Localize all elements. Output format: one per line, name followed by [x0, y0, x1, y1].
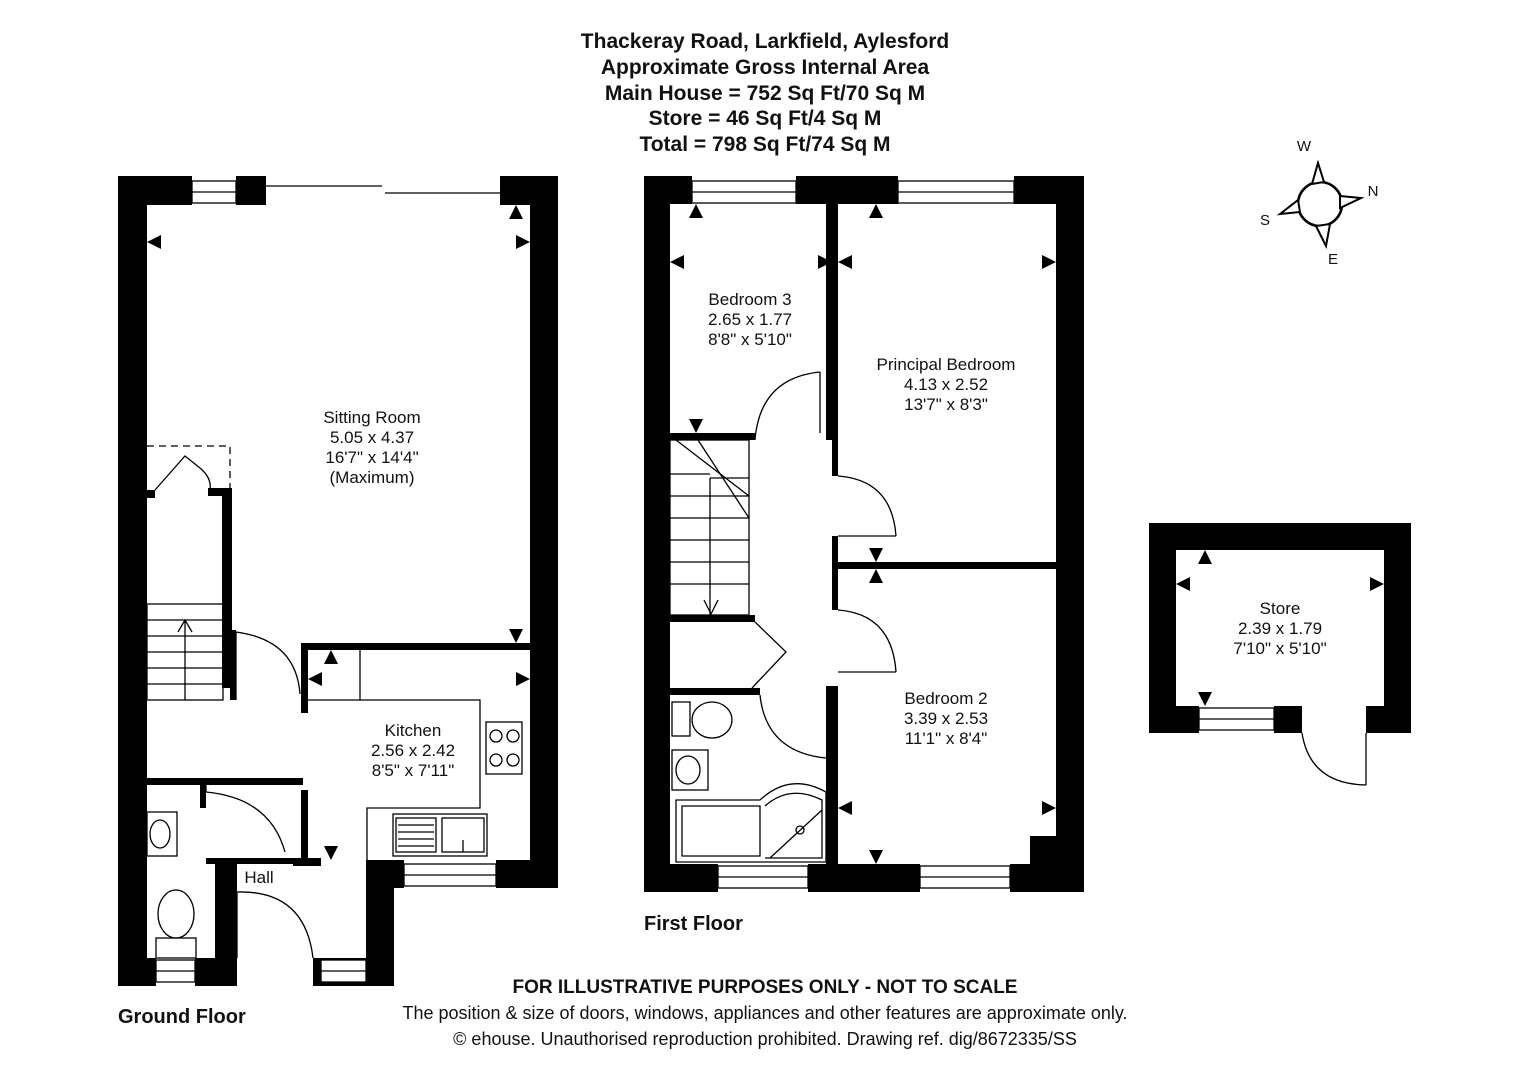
approximation-note: The position & size of doors, windows, a…: [402, 1003, 1127, 1023]
ground-floor-label: Ground Floor: [118, 1006, 246, 1028]
sitting-room-imperial: 16'7" x 14'4": [325, 448, 418, 467]
sitting-room-name: Sitting Room: [323, 408, 420, 427]
bedroom3-name: Bedroom 3: [708, 290, 791, 309]
store-name: Store: [1260, 599, 1301, 618]
ground-floor-plan: Sitting Room 5.05 x 4.37 16'7" x 14'4" (…: [118, 176, 558, 1028]
principal-bedroom-name: Principal Bedroom: [877, 355, 1016, 374]
compass-e: E: [1328, 251, 1338, 268]
bedroom3-imperial: 8'8" x 5'10": [708, 330, 792, 349]
compass-s: S: [1260, 212, 1270, 229]
compass-icon: W N S E: [1260, 138, 1378, 268]
kitchen-imperial: 8'5" x 7'11": [372, 761, 455, 780]
address-title: Thackeray Road, Larkfield, Aylesford: [581, 30, 949, 53]
kitchen-name: Kitchen: [385, 721, 442, 740]
first-floor-label: First Floor: [644, 913, 743, 935]
header: Thackeray Road, Larkfield, Aylesford App…: [581, 30, 949, 156]
bedroom3-metric: 2.65 x 1.77: [708, 310, 792, 329]
store-plan: Store 2.39 x 1.79 7'10" x 5'10": [1149, 523, 1411, 786]
sitting-room-note: (Maximum): [330, 468, 415, 487]
sitting-room-metric: 5.05 x 4.37: [330, 428, 414, 447]
footer: FOR ILLUSTRATIVE PURPOSES ONLY - NOT TO …: [402, 977, 1127, 1049]
bedroom2-metric: 3.39 x 2.53: [904, 709, 988, 728]
copyright-note: © ehouse. Unauthorised reproduction proh…: [453, 1029, 1077, 1049]
hall-name: Hall: [244, 868, 273, 887]
store-area: Store = 46 Sq Ft/4 Sq M: [649, 107, 882, 130]
store-metric: 2.39 x 1.79: [1238, 619, 1322, 638]
principal-bedroom-metric: 4.13 x 2.52: [904, 375, 988, 394]
store-imperial: 7'10" x 5'10": [1233, 639, 1326, 658]
disclaimer: FOR ILLUSTRATIVE PURPOSES ONLY - NOT TO …: [513, 977, 1018, 998]
principal-bedroom-imperial: 13'7" x 8'3": [904, 395, 988, 414]
total-area: Total = 798 Sq Ft/74 Sq M: [639, 133, 890, 156]
kitchen-metric: 2.56 x 2.42: [371, 741, 455, 760]
bedroom2-name: Bedroom 2: [904, 689, 987, 708]
area-title: Approximate Gross Internal Area: [601, 56, 930, 79]
compass-n: N: [1368, 183, 1379, 200]
bedroom2-imperial: 11'1" x 8'4": [905, 729, 988, 748]
first-floor-plan: Bedroom 3 2.65 x 1.77 8'8" x 5'10" Princ…: [644, 176, 1084, 935]
compass-w: W: [1297, 138, 1312, 155]
main-house-area: Main House = 752 Sq Ft/70 Sq M: [605, 82, 925, 105]
